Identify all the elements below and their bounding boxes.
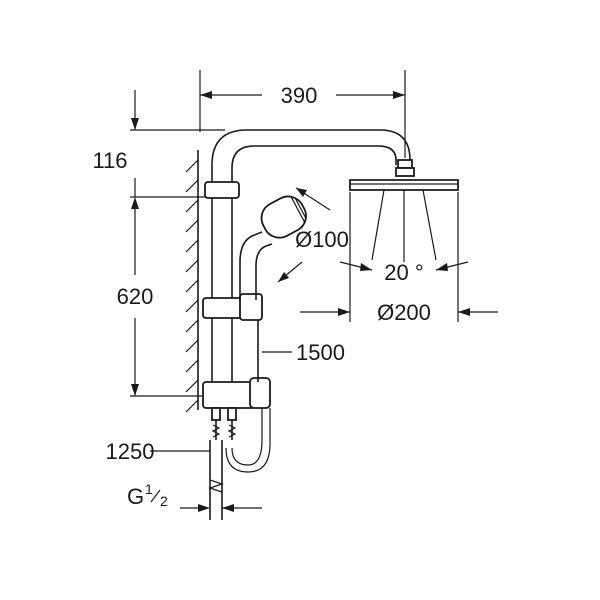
label-spray-angle: 20 °: [384, 260, 423, 285]
label-height-top: 116: [92, 148, 127, 173]
label-supply-length: 1250: [106, 439, 155, 464]
dimension-bar-height: 620: [117, 196, 210, 397]
hand-shower: [239, 195, 307, 300]
label-head-diameter: Ø200: [377, 300, 431, 325]
dimension-height-top: 116: [92, 90, 225, 209]
label-thread-prefix: G: [127, 484, 144, 509]
slider-holder: [239, 293, 263, 321]
shower-riser-pipe: [211, 129, 411, 382]
dimension-thread: G 1 2: [127, 481, 262, 512]
handshower-slider: [202, 297, 244, 319]
label-thread-num: 1: [145, 481, 153, 497]
dimension-head-diameter: Ø200: [300, 192, 498, 325]
upper-wall-bracket: [204, 181, 240, 199]
dimension-width-top: 390: [199, 70, 406, 158]
spray-angle-lines: 20 °: [339, 189, 469, 285]
head-shower: [349, 159, 459, 191]
shower-hose: [231, 408, 263, 466]
label-handshower-diameter: Ø100: [295, 227, 349, 252]
label-bar-height: 620: [117, 284, 154, 309]
dimension-handshower-diameter: Ø100: [277, 187, 349, 283]
label-width-top: 390: [281, 83, 318, 108]
label-thread-den: 2: [160, 493, 168, 509]
dimension-hose-length: 1500: [262, 340, 345, 365]
supply-hose: 1250: [106, 439, 224, 520]
thermostat-mixer: [202, 377, 271, 440]
label-hose-length: 1500: [296, 340, 345, 365]
wall-hatching: [185, 150, 199, 413]
